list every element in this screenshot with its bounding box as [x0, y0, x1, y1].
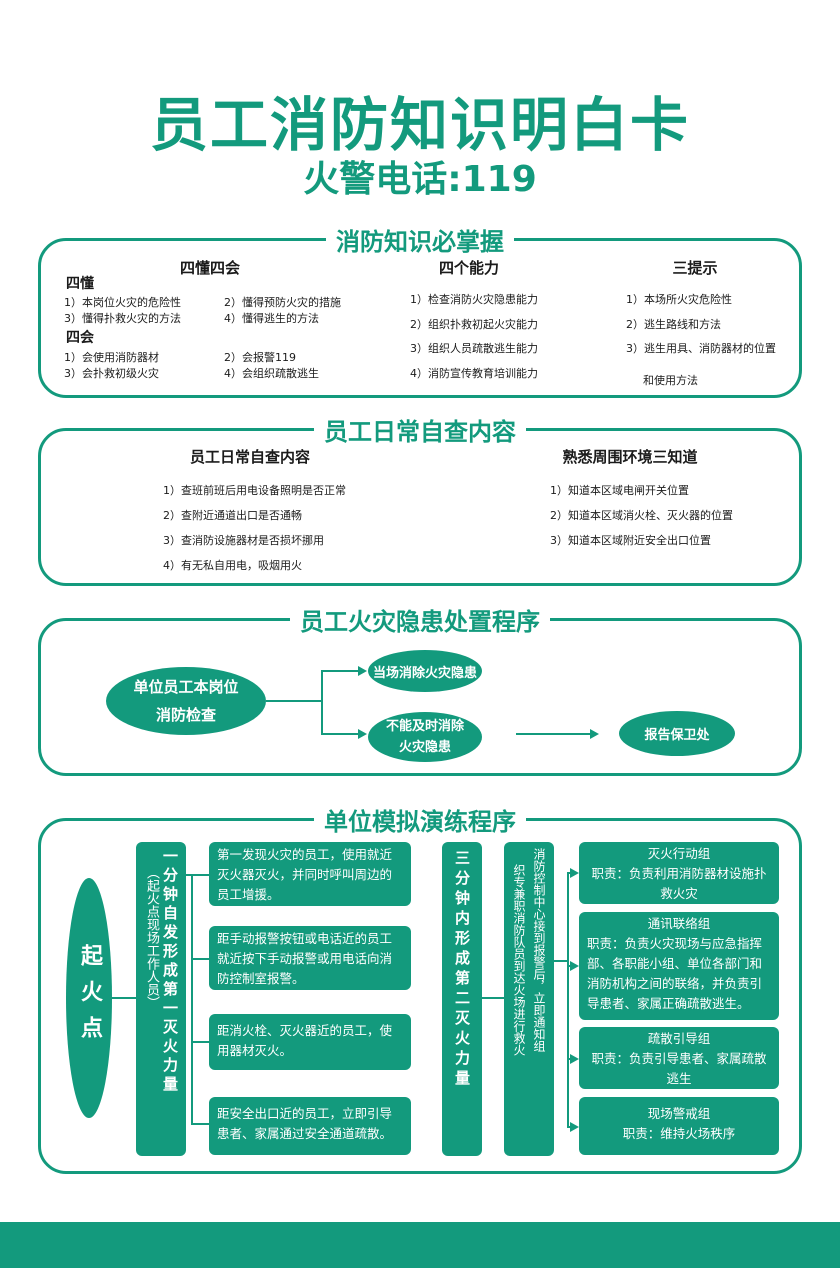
daily-title: 员工日常自查内容: [314, 412, 526, 447]
connector-line: [567, 1126, 571, 1128]
first-force-box: 一分钟自发形成第一灭火力量 （起火点现场工作人员）: [136, 842, 186, 1156]
report-security-node: 报告保卫处: [619, 711, 735, 756]
first-force-label: 一分钟自发形成第一灭火力量: [161, 848, 179, 1095]
arrow-icon: [358, 729, 367, 739]
knowledge-item: 2）会报警119: [224, 351, 296, 364]
four-understand-four-can-heading: 四懂四会: [179, 259, 240, 277]
group-duty: 职责：负责引导患者、家属疏散逃生: [591, 1051, 767, 1086]
ability-item: 1）检查消防火灾隐患能力: [410, 293, 538, 306]
tip-item: 3）逃生用具、消防器材的位置: [626, 342, 776, 355]
connector-line: [321, 733, 359, 735]
connector-line: [191, 958, 209, 960]
group-name: 现场警戒组: [647, 1106, 711, 1121]
post-inspection-line2: 消防检查: [155, 706, 216, 724]
control-center-box: 消防控制中心接到报警后，立即通知组 织专兼职消防队员到达火场进行救火: [504, 842, 554, 1156]
four-abilities-heading: 四个能力: [438, 259, 499, 277]
second-force-box: 三分钟内形成第二灭火力量: [442, 842, 482, 1156]
daily-check-item: 1）查班前班后用电设备照明是否正常: [163, 484, 346, 497]
unresolved-hazard-node: 不能及时消除 火灾隐患: [368, 712, 482, 762]
connector-line: [321, 670, 323, 734]
response-group-box: 现场警戒组 职责：维持火场秩序: [579, 1097, 779, 1155]
tip-item: 2）逃生路线和方法: [626, 318, 721, 331]
arrow-icon: [570, 1054, 579, 1064]
knowledge-item: 3）会扑救初级火灾: [64, 367, 159, 380]
connector-line: [191, 874, 193, 1124]
eliminate-hazard-node: 当场消除火灾隐患: [368, 650, 482, 692]
tip-item: 和使用方法: [643, 374, 698, 387]
three-know-item: 1）知道本区域电闸开关位置: [550, 484, 689, 497]
response-group-box: 通讯联络组 职责：负责火灾现场与应急指挥部、各职能小组、单位各部门和消防机构之间…: [579, 912, 779, 1020]
footer-band: [0, 1222, 840, 1268]
post-inspection-line1: 单位员工本岗位: [133, 678, 239, 696]
control-center-text-1: 消防控制中心接到报警后，立即通知组: [532, 848, 546, 1052]
arrow-icon: [570, 961, 579, 971]
response-group-box: 疏散引导组 职责：负责引导患者、家属疏散逃生: [579, 1027, 779, 1089]
action-box: 第一发现火灾的员工，使用就近灭火器灭火，并同时呼叫周边的员工增援。: [209, 842, 411, 906]
arrow-icon: [570, 1122, 579, 1132]
connector-line: [191, 1123, 209, 1125]
three-know-item: 2）知道本区域消火栓、灭火器的位置: [550, 509, 733, 522]
connector-line: [112, 997, 136, 999]
response-group-box: 灭火行动组 职责：负责利用消防器材设施扑救火灾: [579, 842, 779, 904]
knowledge-item: 1）会使用消防器材: [64, 351, 159, 364]
arrow-icon: [590, 729, 599, 739]
three-tips-heading: 三提示: [672, 259, 718, 277]
daily-check-item: 2）查附近通道出口是否通畅: [163, 509, 302, 522]
four-understand-label: 四懂: [66, 276, 94, 292]
unresolved-line2: 火灾隐患: [398, 740, 451, 755]
connector-line: [567, 872, 569, 1128]
drill-title: 单位模拟演练程序: [314, 802, 526, 837]
knowledge-item: 1）本岗位火灾的危险性: [64, 296, 181, 309]
three-know-heading: 熟悉周围环境三知道: [562, 448, 698, 466]
connector-line: [186, 874, 192, 876]
knowledge-item: 4）会组织疏散逃生: [224, 367, 319, 380]
connector-line: [191, 1041, 209, 1043]
first-force-note: （起火点现场工作人员）: [144, 866, 159, 1009]
group-name: 灭火行动组: [647, 846, 711, 861]
action-box: 距手动报警按钮或电话近的员工就近按下手动报警或用电话向消防控制室报警。: [209, 926, 411, 990]
connector-line: [266, 700, 322, 702]
group-name: 通讯联络组: [647, 916, 711, 931]
connector-line: [191, 874, 209, 876]
fire-hotline: 火警电话:119: [303, 159, 537, 200]
unresolved-line1: 不能及时消除: [385, 719, 464, 734]
daily-check-item: 4）有无私自用电，吸烟用火: [163, 559, 302, 572]
knowledge-item: 4）懂得逃生的方法: [224, 312, 319, 325]
connector-line: [321, 670, 359, 672]
ability-item: 4）消防宣传教育培训能力: [410, 367, 538, 380]
daily-check-heading: 员工日常自查内容: [189, 448, 310, 466]
tip-item: 1）本场所火灾危险性: [626, 293, 732, 306]
knowledge-item: 3）懂得扑救火灾的方法: [64, 312, 181, 325]
group-duty: 职责：负责利用消防器材设施扑救火灾: [591, 866, 767, 901]
knowledge-title: 消防知识必掌握: [326, 222, 514, 257]
group-duty: 职责：维持火场秩序: [622, 1126, 736, 1141]
arrow-icon: [570, 868, 579, 878]
connector-line: [567, 1058, 571, 1060]
four-can-label: 四会: [66, 330, 94, 346]
group-duty: 职责：负责火灾现场与应急指挥部、各职能小组、单位各部门和消防机构之间的联络，并负…: [587, 936, 763, 1011]
knowledge-item: 2）懂得预防火灾的措施: [224, 296, 341, 309]
connector-line: [482, 997, 504, 999]
procedure-title: 员工火灾隐患处置程序: [290, 602, 550, 637]
action-box: 距安全出口近的员工，立即引导患者、家属通过安全通道疏散。: [209, 1097, 411, 1155]
fire-origin-node: 起火点: [66, 878, 112, 1118]
arrow-icon: [358, 666, 367, 676]
three-know-item: 3）知道本区域附近安全出口位置: [550, 534, 711, 547]
control-center-text-2: 织专兼职消防队员到达火场进行救火: [512, 864, 526, 1056]
ability-item: 2）组织扑救初起火灾能力: [410, 318, 538, 331]
daily-check-item: 3）查消防设施器材是否损坏挪用: [163, 534, 324, 547]
group-name: 疏散引导组: [647, 1031, 711, 1046]
action-box: 距消火栓、灭火器近的员工，使用器材灭火。: [209, 1014, 411, 1070]
ability-item: 3）组织人员疏散逃生能力: [410, 342, 538, 355]
connector-line: [567, 965, 571, 967]
connector-line: [516, 733, 592, 735]
connector-line: [554, 960, 568, 962]
post-inspection-node: 单位员工本岗位 消防检查: [106, 667, 266, 735]
second-force-label: 三分钟内形成第二灭火力量: [453, 850, 471, 1090]
page-title: 员工消防知识明白卡: [149, 91, 690, 159]
connector-line: [567, 872, 571, 874]
